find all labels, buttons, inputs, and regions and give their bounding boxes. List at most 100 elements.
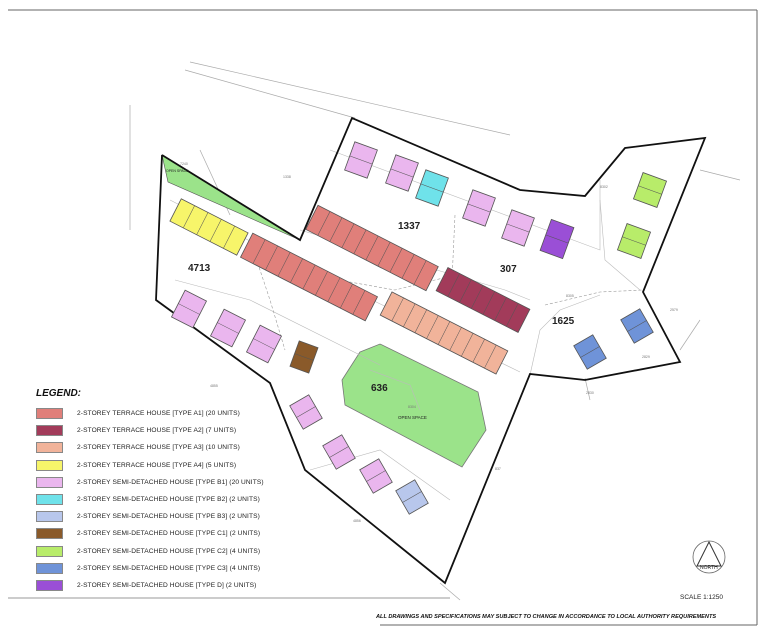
north-label: NORTH: [700, 565, 718, 571]
lot-ref: 8304: [408, 405, 416, 409]
block-label-1625: 1625: [552, 316, 575, 327]
lot-ref: 2829: [642, 355, 650, 359]
unit-divider: [482, 291, 495, 315]
legend-item: 2-STOREY TERRACE HOUSE [TYPE A4] (5 UNIT…: [36, 457, 264, 474]
lot-ref: 1338: [283, 175, 291, 179]
scale-label: SCALE 1:1250: [680, 594, 724, 601]
unit-divider: [265, 245, 278, 271]
unit-divider: [329, 217, 343, 242]
house-block: [170, 289, 208, 329]
unit-divider: [414, 309, 427, 333]
unit-divider: [545, 234, 569, 244]
legend-label: 2-STOREY SEMI-DETACHED HOUSE [TYPE D] (2…: [77, 581, 257, 589]
house-block: [289, 340, 319, 374]
unit-divider: [403, 303, 416, 327]
unit-divider: [317, 211, 331, 236]
house-block: [169, 198, 249, 256]
surrounding-lot-lines: [129, 61, 741, 601]
unit-divider: [426, 315, 439, 339]
house-block-outline: [435, 266, 531, 334]
legend-label: 2-STOREY SEMI-DETACHED HOUSE [TYPE C2] (…: [77, 547, 261, 555]
legend-item: 2-STOREY TERRACE HOUSE [TYPE A2] (7 UNIT…: [36, 422, 264, 439]
unit-divider: [352, 290, 366, 315]
house-block: [616, 223, 652, 259]
legend-label: 2-STOREY SEMI-DETACHED HOUSE [TYPE B3] (…: [77, 513, 260, 521]
unit-divider: [389, 248, 403, 273]
unit-divider: [294, 353, 314, 361]
legend-item: 2-STOREY SEMI-DETACHED HOUSE [TYPE C3] (…: [36, 560, 264, 577]
unit-divider: [209, 219, 222, 242]
house-block: [620, 308, 654, 344]
open-space-small-label: OPEN SPACE: [166, 169, 189, 173]
house-block: [245, 324, 283, 364]
house-block: [305, 204, 439, 292]
house-block: [462, 189, 496, 227]
block-label-636: 636: [371, 383, 388, 394]
house-block: [359, 458, 393, 494]
legend-label: 2-STOREY TERRACE HOUSE [TYPE A2] (7 UNIT…: [77, 427, 237, 435]
legend-label: 2-STOREY TERRACE HOUSE [TYPE A1] (20 UNI…: [77, 410, 240, 418]
legend-item: 2-STOREY TERRACE HOUSE [TYPE A3] (10 UNI…: [36, 439, 264, 456]
open-space-636: [341, 343, 487, 468]
legend-item: 2-STOREY SEMI-DETACHED HOUSE [TYPE C1] (…: [36, 525, 264, 542]
drawing-frame: [8, 9, 758, 626]
north-arrow: NORTH: [692, 540, 726, 574]
unit-divider: [449, 327, 462, 351]
unit-divider: [353, 229, 367, 255]
lot-ref: 4855: [210, 384, 218, 388]
unit-divider: [340, 283, 353, 309]
unit-divider: [622, 236, 646, 246]
unit-divider: [391, 297, 404, 322]
legend-item: 2-STOREY TERRACE HOUSE [TYPE A1] (20 UNI…: [36, 405, 264, 422]
unit-divider: [327, 277, 341, 302]
unit-divider: [366, 470, 386, 482]
lot-ref: 837: [495, 467, 501, 471]
house-block: [322, 434, 356, 470]
unit-divider: [467, 203, 491, 213]
unit-divider: [377, 241, 391, 267]
unit-divider: [349, 155, 373, 165]
legend-label: 2-STOREY SEMI-DETACHED HOUSE [TYPE C3] (…: [77, 564, 261, 572]
unit-divider: [459, 279, 472, 303]
house-block: [539, 218, 575, 260]
unit-divider: [223, 225, 235, 249]
legend-swatch: [36, 528, 63, 540]
unit-divider: [506, 223, 530, 233]
unit-divider: [580, 346, 600, 358]
house-block: [573, 334, 607, 370]
legend-swatch: [36, 562, 63, 574]
open-space-label: OPEN SPACE: [398, 415, 427, 420]
unit-divider: [420, 183, 444, 193]
legend-label: 2-STOREY SEMI-DETACHED HOUSE [TYPE B1] (…: [77, 478, 264, 486]
disclaimer-footer: ALL DRAWINGS AND SPECIFICATIONS MAY SUBJ…: [376, 614, 717, 620]
unit-divider: [401, 254, 415, 279]
unit-divider: [253, 338, 275, 350]
unit-divider: [329, 446, 349, 458]
unit-divider: [302, 264, 316, 290]
house-block: [289, 394, 323, 430]
legend: LEGEND: 2-STOREY TERRACE HOUSE [TYPE A1]…: [36, 388, 264, 594]
unit-divider: [296, 406, 316, 418]
unit-divider: [390, 168, 414, 178]
unit-divider: [461, 333, 474, 357]
site-boundary: [155, 116, 707, 585]
unit-divider: [217, 322, 239, 334]
house-block: [415, 169, 449, 207]
legend-item: 2-STOREY SEMI-DETACHED HOUSE [TYPE B2] (…: [36, 491, 264, 508]
unit-divider: [437, 321, 451, 345]
house-block: [385, 154, 419, 192]
legend-label: 2-STOREY TERRACE HOUSE [TYPE A3] (10 UNI…: [77, 444, 240, 452]
unit-divider: [472, 339, 485, 363]
lot-ref: 2830: [586, 391, 594, 395]
unit-divider: [290, 258, 303, 283]
legend-swatch: [36, 442, 63, 454]
unit-divider: [506, 303, 519, 327]
legend-label: 2-STOREY TERRACE HOUSE [TYPE A4] (5 UNIT…: [77, 461, 237, 469]
unit-divider: [315, 271, 328, 296]
legend-swatch: [36, 425, 63, 437]
unit-divider: [413, 260, 427, 285]
legend-swatch: [36, 511, 63, 523]
house-block: [239, 232, 379, 322]
house-block: [435, 266, 531, 334]
legend-label: 2-STOREY SEMI-DETACHED HOUSE [TYPE B2] (…: [77, 496, 260, 504]
